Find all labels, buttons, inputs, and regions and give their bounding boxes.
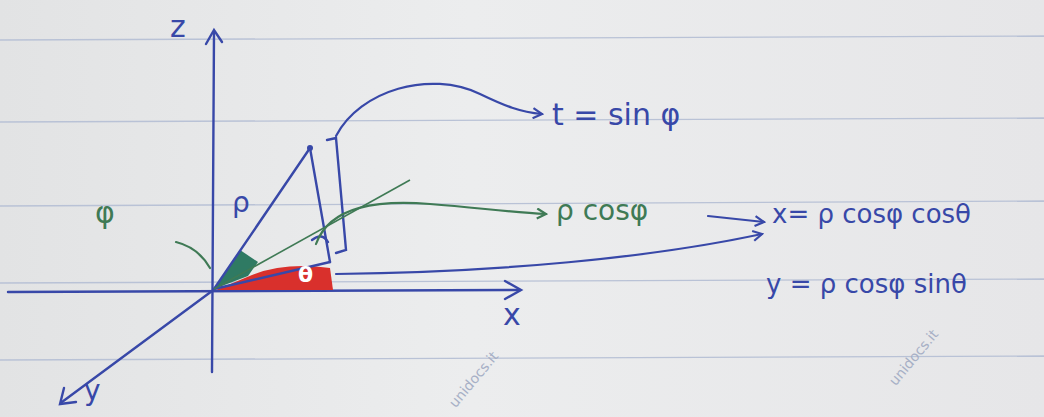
axis-label: y xyxy=(84,376,101,407)
watermark: unidocs.it xyxy=(886,327,941,389)
angle-label: θ xyxy=(298,263,313,287)
phi-leader xyxy=(176,242,210,268)
z-arrow xyxy=(206,30,222,44)
rho-line xyxy=(214,148,310,289)
axis-label: x xyxy=(503,298,521,331)
x-axis xyxy=(8,290,520,292)
t-arrow xyxy=(336,84,542,136)
formula: x= ρ cosφ cosθ xyxy=(772,200,971,229)
x-formula-arrow xyxy=(708,216,764,222)
drop-line xyxy=(310,148,330,262)
vectors xyxy=(214,138,346,289)
t-bracket xyxy=(327,138,346,253)
rho-cos-arrow xyxy=(316,203,546,244)
z-axis xyxy=(212,32,214,372)
leaders xyxy=(176,84,764,274)
ruled-lines xyxy=(0,36,1044,360)
point xyxy=(307,145,313,151)
angle-label: φ xyxy=(95,196,115,229)
x-arrow xyxy=(505,281,521,299)
formula: t = sin φ xyxy=(552,98,680,131)
y-arrow xyxy=(60,388,76,404)
theta-arrow xyxy=(336,234,762,274)
vector-label: ρ xyxy=(232,188,250,219)
axis-label: z xyxy=(170,10,186,43)
formula: y = ρ cosφ sinθ xyxy=(766,270,967,299)
formula: ρ cosφ xyxy=(556,196,648,227)
projection-line xyxy=(214,262,330,289)
axes xyxy=(8,30,521,404)
